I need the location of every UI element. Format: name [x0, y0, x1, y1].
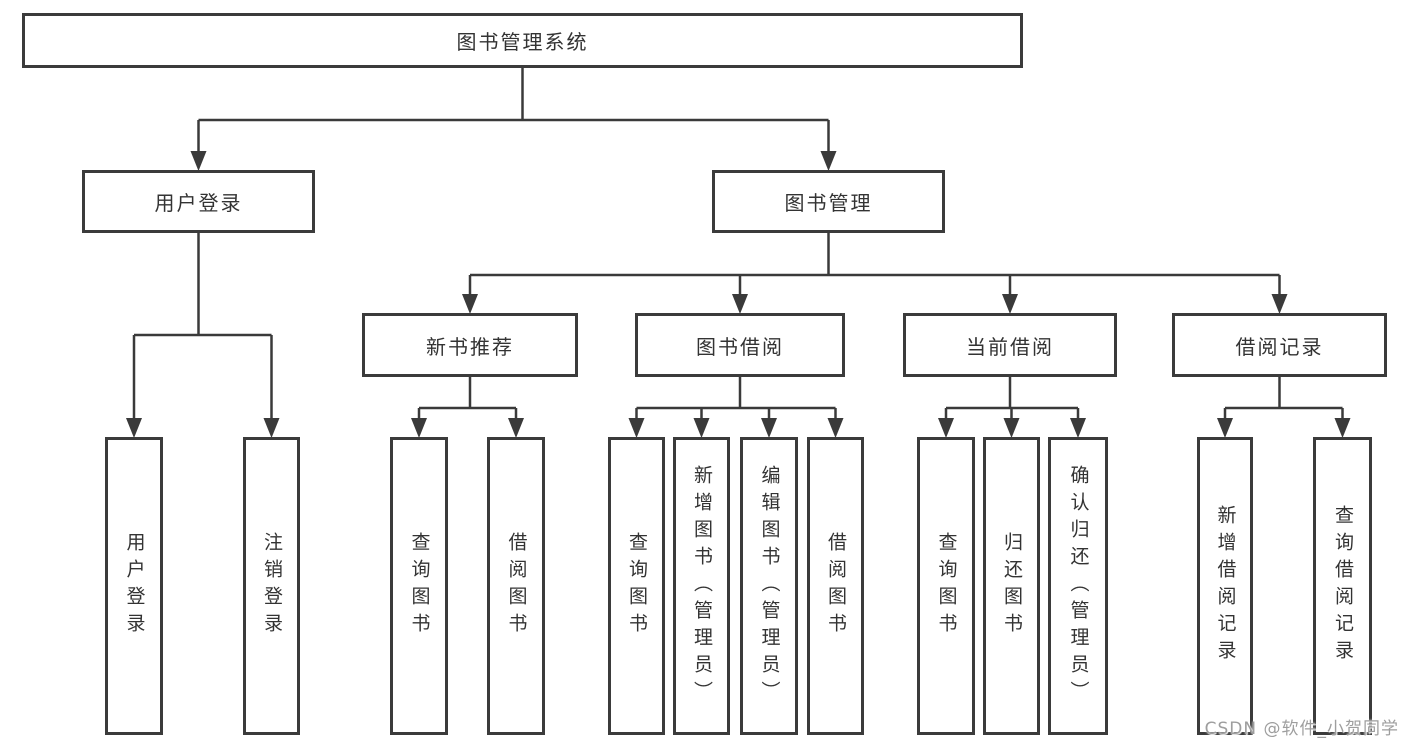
- node-label: 新增图书（管理员）: [691, 464, 713, 708]
- node-bb-add: 新增图书（管理员）: [673, 437, 730, 735]
- node-cb-query: 查询图书: [917, 437, 975, 735]
- node-br-add: 新增借阅记录: [1197, 437, 1253, 735]
- node-label: 借阅记录: [1235, 334, 1324, 359]
- node-new-book-rec: 新书推荐: [362, 313, 578, 377]
- arrowhead: [263, 418, 280, 438]
- node-label: 新增借阅记录: [1214, 505, 1237, 667]
- node-label: 图书借阅: [696, 334, 784, 359]
- watermark: CSDN @软件_小贺同学: [1204, 719, 1399, 739]
- node-label: 查询图书: [626, 532, 648, 640]
- node-label: 借阅图书: [825, 532, 847, 640]
- node-label: 图书管理系统: [456, 30, 589, 54]
- node-nbr-query: 查询图书: [390, 437, 448, 735]
- arrowhead: [508, 418, 524, 438]
- arrowhead: [693, 418, 710, 438]
- node-bb-query: 查询图书: [608, 437, 665, 735]
- node-label: 用户登录: [123, 532, 146, 640]
- arrowhead: [462, 294, 478, 314]
- arrowhead: [820, 151, 837, 171]
- node-nbr-borrow: 借阅图书: [487, 437, 545, 735]
- node-label: 当前借阅: [966, 334, 1054, 359]
- node-leaf-logout: 注销登录: [243, 437, 300, 735]
- node-label: 图书管理: [784, 191, 873, 215]
- arrowhead: [1217, 418, 1233, 438]
- arrowhead: [1070, 418, 1086, 438]
- node-borrow-records: 借阅记录: [1172, 313, 1387, 377]
- arrowhead: [938, 418, 954, 438]
- node-label: 用户登录: [154, 191, 243, 215]
- node-bb-borrow: 借阅图书: [807, 437, 864, 735]
- node-label: 查询图书: [408, 532, 431, 640]
- arrowhead: [1003, 418, 1020, 438]
- node-label: 查询图书: [935, 532, 958, 640]
- node-label: 新书推荐: [426, 334, 514, 359]
- arrowhead: [628, 418, 645, 438]
- arrowhead: [732, 294, 748, 314]
- node-label: 归还图书: [1001, 532, 1023, 640]
- arrowhead: [1271, 294, 1288, 314]
- node-label: 借阅图书: [505, 532, 528, 640]
- arrowhead: [411, 418, 427, 438]
- node-cb-return: 归还图书: [983, 437, 1040, 735]
- arrowhead: [827, 418, 844, 438]
- node-label: 注销登录: [261, 532, 283, 640]
- arrowhead: [190, 151, 207, 171]
- arrowhead: [1334, 418, 1351, 438]
- node-br-query: 查询借阅记录: [1313, 437, 1372, 735]
- node-leaf-user-login: 用户登录: [105, 437, 163, 735]
- node-label: 编辑图书（管理员）: [758, 464, 781, 708]
- node-root: 图书管理系统: [22, 13, 1023, 68]
- node-current-borrow: 当前借阅: [903, 313, 1117, 377]
- node-book-mgmt: 图书管理: [712, 170, 945, 233]
- arrowhead: [1002, 294, 1018, 314]
- arrowhead: [126, 418, 142, 438]
- node-label: 确认归还（管理员）: [1067, 464, 1090, 708]
- node-bb-edit: 编辑图书（管理员）: [740, 437, 798, 735]
- node-book-borrow: 图书借阅: [635, 313, 845, 377]
- node-user-login: 用户登录: [82, 170, 315, 233]
- arrowhead: [761, 418, 777, 438]
- node-label: 查询借阅记录: [1332, 505, 1354, 667]
- node-cb-confirm: 确认归还（管理员）: [1048, 437, 1108, 735]
